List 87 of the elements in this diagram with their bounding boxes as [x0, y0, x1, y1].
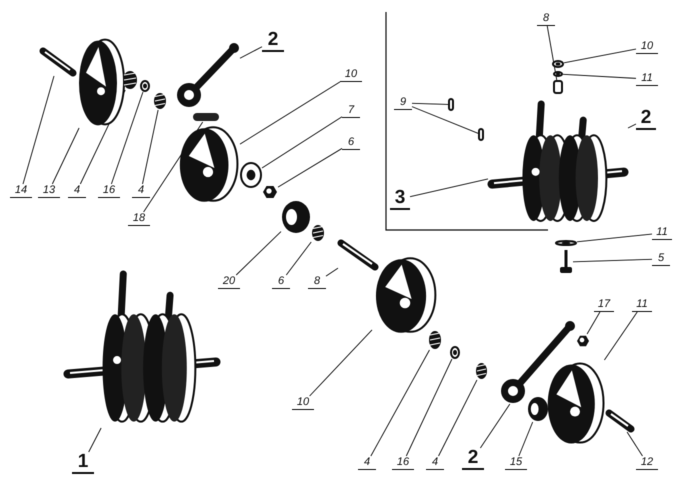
callout-number: 10	[636, 40, 658, 54]
leader-line	[546, 26, 558, 80]
seal-ring-drawing	[240, 162, 262, 188]
leader-line	[309, 330, 372, 396]
callout-number: 11	[632, 298, 652, 312]
leader-line	[110, 92, 144, 184]
bushing-drawing	[311, 224, 325, 242]
callout-number: 18	[128, 212, 150, 226]
callout-number: 2	[462, 448, 484, 470]
leader-line	[406, 358, 452, 456]
leader-line	[278, 148, 342, 188]
callout-number: 2	[262, 30, 284, 52]
pin-drawing	[478, 128, 484, 141]
callout-number: 9	[394, 96, 412, 110]
washer-drawing	[555, 240, 577, 246]
washer-drawing	[552, 60, 564, 68]
leader-line	[412, 106, 478, 134]
callout-number: 4	[358, 456, 376, 470]
callout-number: 16	[98, 184, 120, 198]
leader-line	[240, 46, 262, 59]
callout-number: 4	[426, 456, 444, 470]
callout-number: 13	[38, 184, 60, 198]
callout-number: 11	[652, 226, 672, 240]
callout-number: 17	[594, 298, 614, 312]
leader-line	[518, 422, 534, 456]
leader-line	[576, 234, 652, 242]
connecting-rod-drawing	[500, 320, 576, 404]
callout-number: 14	[10, 184, 32, 198]
washer-drawing	[140, 80, 150, 92]
leader-line	[286, 242, 312, 276]
callout-number: 8	[537, 12, 555, 26]
callout-number: 20	[218, 275, 240, 289]
leader-line	[480, 404, 510, 448]
needle-bearing-drawing	[122, 70, 138, 90]
leader-line	[240, 81, 340, 145]
leader-line	[626, 432, 643, 456]
connecting-rod-drawing	[176, 42, 240, 108]
shaft-drawing	[606, 410, 634, 432]
callout-number: 5	[652, 252, 670, 266]
callout-number: 7	[342, 104, 360, 118]
callout-number: 1	[72, 452, 94, 474]
nut-drawing	[262, 184, 278, 200]
leader-line	[22, 76, 54, 184]
callout-number: 12	[636, 456, 658, 470]
callout-number: 4	[68, 184, 86, 198]
leader-line	[52, 128, 80, 184]
shaft-drawing	[40, 48, 76, 76]
leader-line	[370, 350, 430, 456]
ball-bearing-drawing	[281, 200, 311, 234]
pin-drawing	[448, 98, 454, 111]
leader-line	[604, 312, 638, 360]
callout-number: 10	[292, 396, 314, 410]
nut-drawing	[576, 334, 590, 348]
leader-line	[564, 48, 636, 64]
needle-bearing-drawing	[428, 330, 442, 350]
leader-line	[412, 102, 448, 105]
leader-line	[438, 380, 478, 456]
callout-number: 10	[340, 68, 362, 82]
callout-number: 3	[390, 188, 410, 210]
flywheel-drawing	[76, 36, 126, 128]
leader-line	[410, 178, 488, 198]
callout-number: 15	[505, 456, 527, 470]
callout-number: 4	[132, 184, 150, 198]
crank-pin-drawing	[192, 112, 220, 122]
washer-drawing	[553, 71, 563, 77]
leader-line	[88, 428, 102, 452]
callout-number: 6	[272, 275, 290, 289]
leader-line	[562, 74, 636, 79]
leader-line	[262, 116, 342, 168]
block-drawing	[553, 80, 563, 94]
leader-line	[628, 124, 636, 128]
needle-bearing-drawing	[153, 92, 167, 110]
pin-drawing	[338, 240, 378, 270]
callout-number: 16	[392, 456, 414, 470]
callout-number: 8	[308, 275, 326, 289]
leader-line	[586, 312, 600, 334]
callout-number: 6	[342, 136, 360, 150]
callout-number: 2	[636, 108, 656, 130]
leader-line	[572, 258, 652, 262]
callout-number: 11	[636, 72, 658, 86]
bearing-drawing	[527, 396, 549, 422]
leader-line	[142, 110, 159, 184]
leader-line	[236, 231, 282, 276]
needle-bearing-drawing	[475, 362, 488, 380]
bolt-drawing	[559, 250, 573, 274]
leader-line	[326, 268, 338, 277]
washer-drawing	[450, 346, 460, 359]
